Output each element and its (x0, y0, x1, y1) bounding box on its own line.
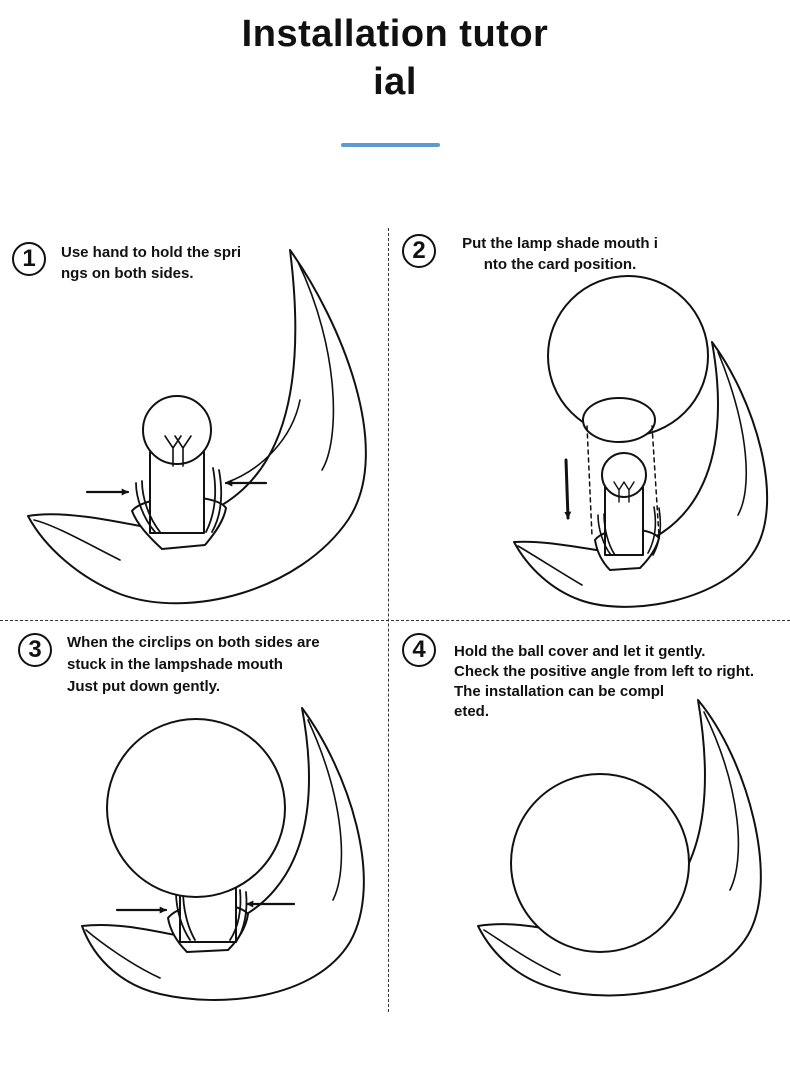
step-3-illustration (81, 707, 365, 1001)
ball-cover-4 (510, 773, 690, 953)
step-4-line-2: Check the positive angle from left to ri… (454, 663, 755, 680)
step-3-line-3: Just put down gently. (67, 678, 221, 695)
step-2-text: Put the lamp shade mouth i nto the card … (452, 233, 668, 275)
step-3-number: 3 (18, 633, 52, 667)
step-4-number: 4 (402, 633, 436, 667)
arrow-down-2 (564, 458, 572, 520)
step-2-line-1: Put the lamp shade mouth i (462, 235, 658, 252)
step-3-text: When the circlips on both sides are stuc… (67, 632, 320, 698)
step-4-illustration (477, 699, 762, 997)
step-2-illustration (513, 275, 768, 608)
lamp-holder-1 (131, 395, 227, 550)
page-title-line-1: Installation tutor (241, 13, 549, 55)
step-4-text: Hold the ball cover and let it gently. C… (454, 642, 754, 722)
horizontal-divider (0, 620, 790, 621)
step-4-line-4: eted. (454, 703, 490, 720)
step-4-line-3: The installation can be compl (454, 683, 665, 700)
step-1-line-2: ngs on both sides. (61, 265, 194, 282)
step-3-line-2: stuck in the lampshade mouth (67, 656, 283, 673)
moon-base-2 (513, 341, 768, 608)
ball-cover-3 (106, 718, 286, 898)
step-4-line-1: Hold the ball cover and let it gently. (454, 643, 706, 660)
page-title-line-2: ial (373, 61, 417, 103)
step-3-line-1: When the circlips on both sides are (67, 634, 320, 651)
step-1-line-1: Use hand to hold the spri (61, 244, 242, 261)
moon-base-1 (27, 249, 367, 605)
step-1-number: 1 (12, 242, 46, 276)
moon-base-3 (81, 707, 365, 1001)
step-2-line-2: nto the card position. (483, 256, 637, 273)
step-1-illustration (27, 249, 367, 605)
step-1-text: Use hand to hold the spri ngs on both si… (61, 242, 241, 284)
title-accent-bar (341, 143, 440, 147)
lamp-holder-2 (594, 452, 662, 571)
step-2-number: 2 (402, 234, 436, 268)
ball-mouth-2 (582, 397, 656, 443)
